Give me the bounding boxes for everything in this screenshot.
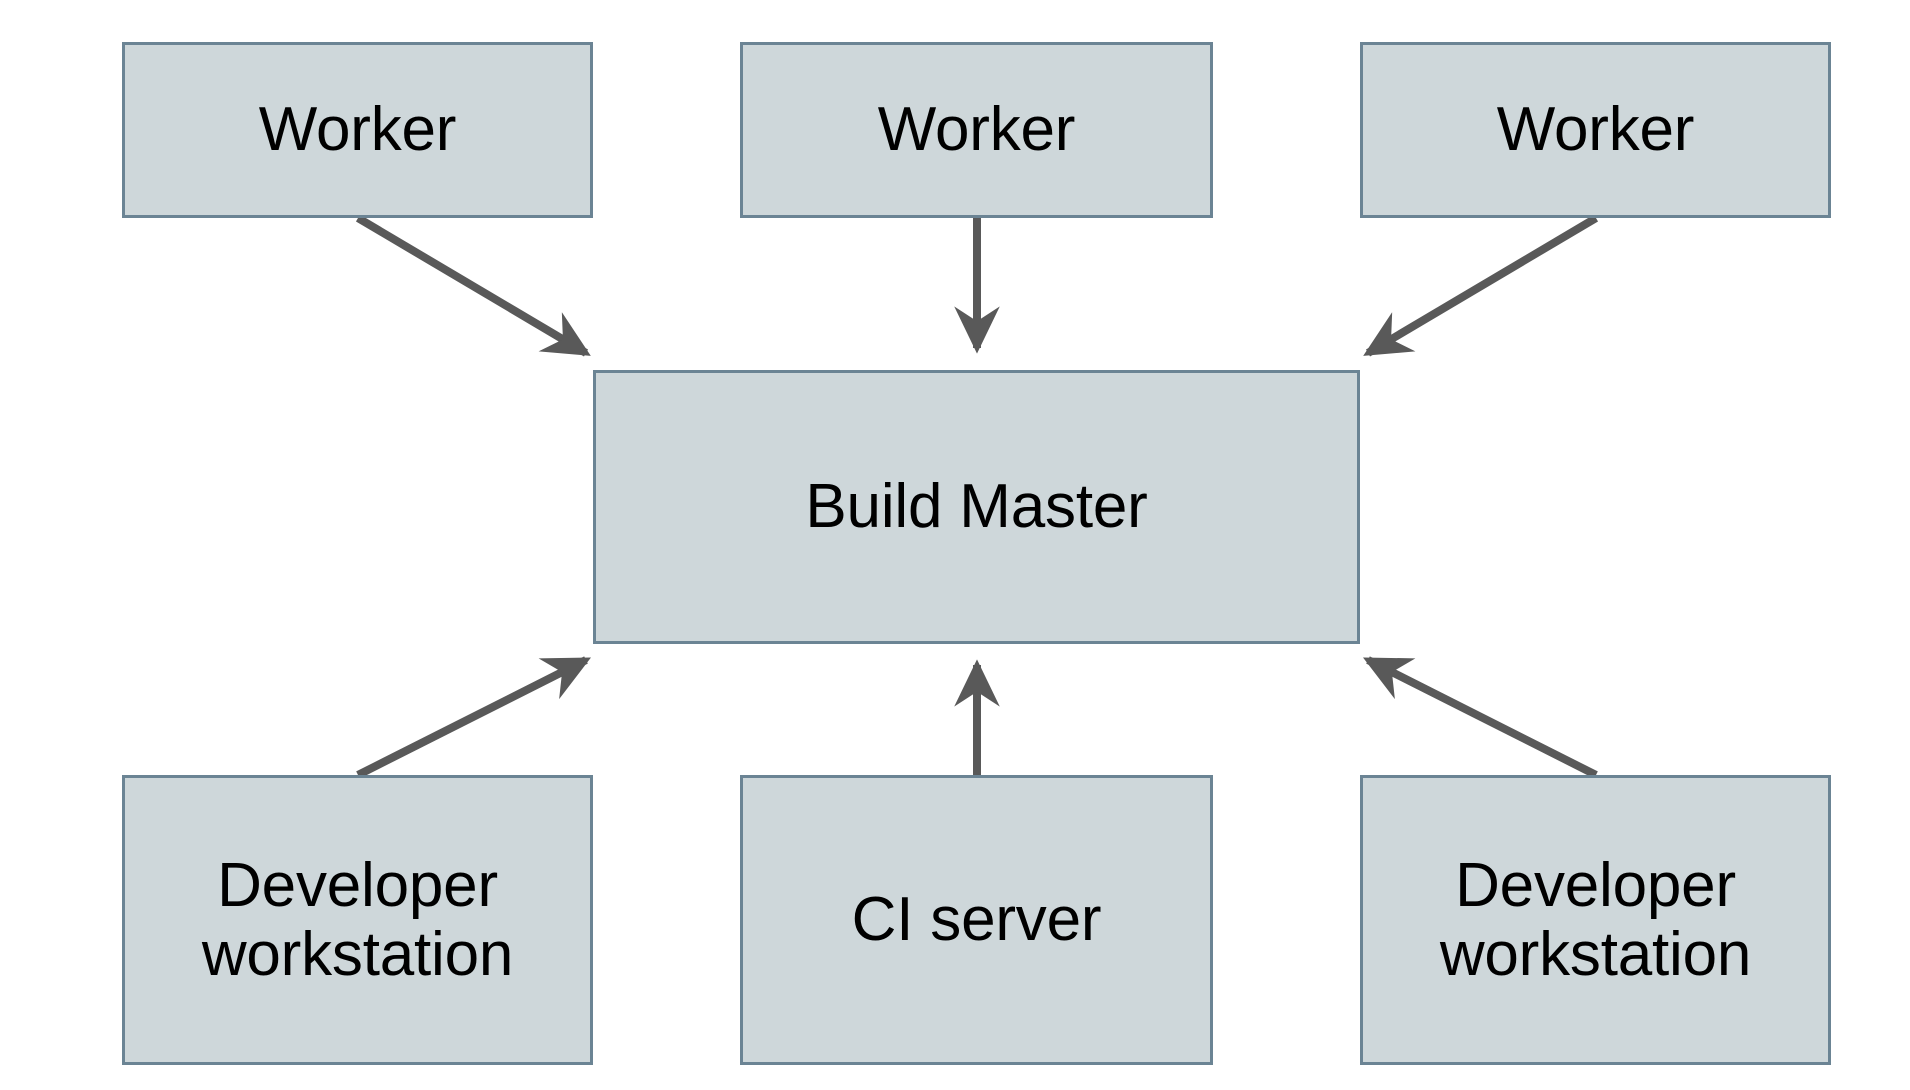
node-worker-2-label: Worker (877, 95, 1076, 165)
node-developer-workstation-2-label: Developer workstation (1439, 850, 1752, 989)
node-build-master[interactable]: Build Master (593, 370, 1360, 644)
node-ci-server-label: CI server (851, 885, 1102, 955)
node-worker-3[interactable]: Worker (1360, 42, 1831, 218)
node-developer-workstation-1[interactable]: Developer workstation (122, 775, 593, 1065)
node-build-master-label: Build Master (805, 472, 1148, 542)
edge-dev-workstation-1-to-master (356, 656, 591, 779)
node-worker-3-label: Worker (1496, 95, 1695, 165)
node-developer-workstation-1-label: Developer workstation (201, 850, 514, 989)
edge-dev-workstation-2-to-master (1363, 656, 1598, 779)
node-developer-workstation-2[interactable]: Developer workstation (1360, 775, 1831, 1065)
node-worker-2[interactable]: Worker (740, 42, 1213, 218)
node-worker-1[interactable]: Worker (122, 42, 593, 218)
edge-worker-1-to-master (355, 214, 591, 357)
edge-worker-3-to-master (1363, 214, 1599, 357)
node-worker-1-label: Worker (258, 95, 457, 165)
node-ci-server[interactable]: CI server (740, 775, 1213, 1065)
